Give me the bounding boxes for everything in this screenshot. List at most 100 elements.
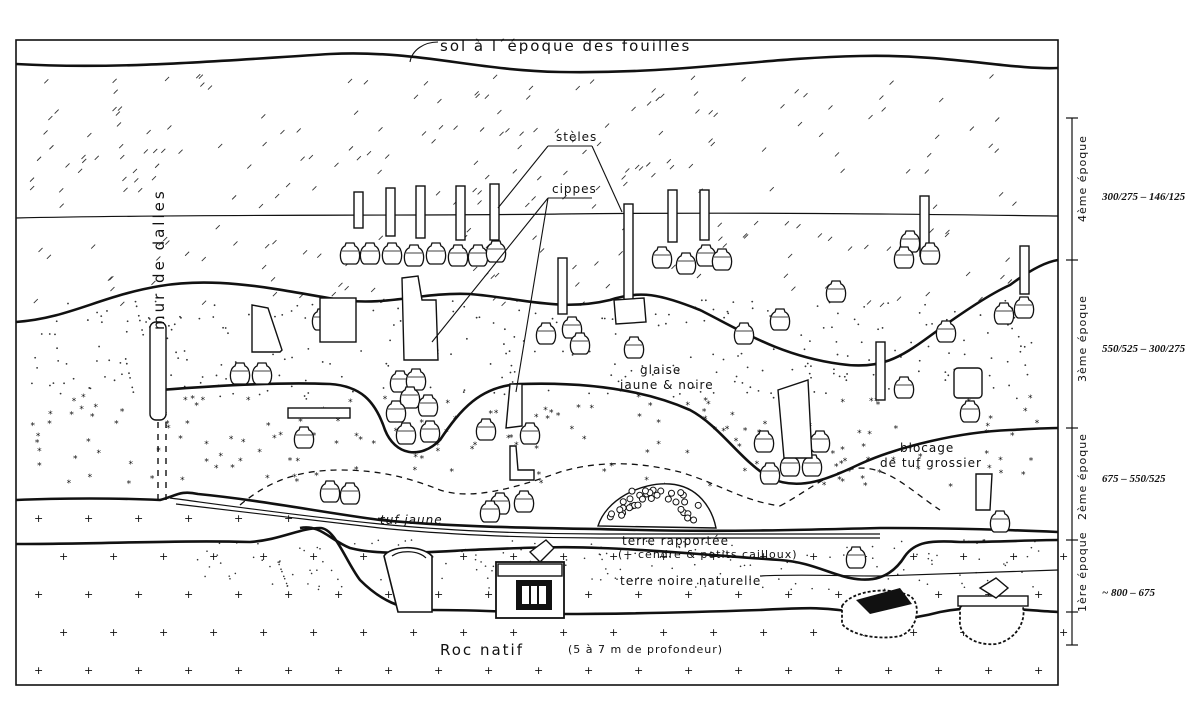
dot-mark <box>853 318 856 321</box>
dot-mark <box>533 350 536 353</box>
dot-mark <box>493 391 496 394</box>
dot-mark <box>478 316 481 319</box>
jar <box>809 430 831 453</box>
jar <box>695 244 717 267</box>
hatch-mark <box>215 224 221 230</box>
hatch-mark <box>272 239 277 245</box>
dot-mark <box>668 555 671 558</box>
dot-mark <box>810 376 812 379</box>
dot-mark <box>715 371 718 374</box>
dot-mark <box>1030 341 1033 344</box>
leader-lines <box>377 41 623 521</box>
jar <box>385 400 407 423</box>
dot-mark <box>329 362 331 365</box>
dot-mark <box>510 364 513 367</box>
hatch-mark <box>366 150 372 156</box>
hatch-mark <box>312 185 317 191</box>
star-mark: * <box>837 475 842 485</box>
jar <box>339 242 361 265</box>
hatch-mark <box>669 164 675 170</box>
dot-mark <box>1023 345 1026 348</box>
stele-post <box>385 187 396 237</box>
dot-mark <box>925 323 928 326</box>
hatch-mark <box>533 127 538 133</box>
hatch-mark <box>316 253 322 259</box>
hatch-mark <box>797 121 803 127</box>
star-mark: * <box>348 398 353 408</box>
hatch-mark <box>158 241 163 246</box>
hatch-mark <box>120 301 125 307</box>
star-mark: * <box>190 394 195 404</box>
hatch-mark <box>132 168 138 174</box>
cross-mark: + <box>559 550 568 563</box>
dot-mark <box>601 558 603 561</box>
cross-mark: + <box>409 626 418 639</box>
hatch-mark <box>864 244 869 250</box>
dot-mark <box>651 373 654 376</box>
hatch-mark <box>501 301 506 307</box>
dot-mark <box>963 339 965 342</box>
hatch-mark <box>868 114 873 120</box>
dot-mark <box>772 396 775 399</box>
star-mark: * <box>334 439 339 449</box>
cross-mark: + <box>184 664 193 677</box>
terre-rapportee-label-line2: (+ cendre & petits cailloux) <box>618 548 798 561</box>
star-mark: * <box>97 449 102 459</box>
dot-mark <box>959 574 961 576</box>
dot-mark <box>277 561 280 563</box>
hatch-mark <box>742 233 748 238</box>
jar <box>399 386 421 409</box>
dot-mark <box>944 379 947 381</box>
dot-mark <box>1017 335 1020 338</box>
dot-mark <box>199 381 202 384</box>
hatch-mark <box>107 276 113 281</box>
heap-stone <box>618 511 626 519</box>
dot-mark <box>228 575 231 577</box>
period-4: 4ème époque 300/275 – 146/125 <box>1076 135 1186 222</box>
star-mark: * <box>31 421 36 431</box>
hatch-mark <box>260 114 266 119</box>
cross-mark: + <box>809 550 818 563</box>
star-mark: * <box>648 401 653 411</box>
hatch-mark <box>554 128 560 134</box>
dot-mark <box>590 543 593 545</box>
dot-mark <box>286 585 289 587</box>
jar <box>711 248 733 271</box>
hatch-mark <box>137 187 143 193</box>
stele-post <box>1019 245 1030 295</box>
dot-mark <box>40 333 43 335</box>
jar <box>801 454 823 477</box>
dot-mark <box>534 312 537 315</box>
cross-mark: + <box>234 664 243 677</box>
dot-mark <box>735 375 738 378</box>
dot-mark <box>611 318 614 321</box>
dot-mark <box>983 539 986 541</box>
cross-mark: + <box>709 626 718 639</box>
cippes-label: cippes <box>552 182 597 196</box>
hatch-mark <box>817 233 823 238</box>
star-mark: * <box>450 467 455 477</box>
hatch-mark <box>344 285 349 291</box>
dot-mark <box>693 386 696 389</box>
star-mark: * <box>985 422 990 432</box>
period-2-name: 2ème époque <box>1076 433 1089 520</box>
hatch-mark <box>539 248 545 253</box>
hatch-mark <box>270 277 276 282</box>
dot-mark <box>700 299 703 302</box>
surface-label: sol à l´époque des fouilles <box>440 37 691 55</box>
cross-mark: + <box>909 626 918 639</box>
hatch-mark <box>532 235 537 240</box>
jar <box>513 490 535 513</box>
horizontal-slab <box>287 407 351 419</box>
hatch-mark <box>499 131 504 137</box>
hatch-mark <box>280 129 285 135</box>
dot-mark <box>843 554 845 556</box>
cross-mark: + <box>759 550 768 563</box>
dot-mark <box>513 336 516 338</box>
cross-mark: + <box>1034 664 1043 677</box>
hatch-mark <box>646 101 652 106</box>
dot-mark <box>137 314 140 317</box>
dot-mark <box>65 362 68 365</box>
section-frame <box>15 39 1059 686</box>
roc-depth-label: (5 à 7 m de profondeur) <box>568 643 723 656</box>
